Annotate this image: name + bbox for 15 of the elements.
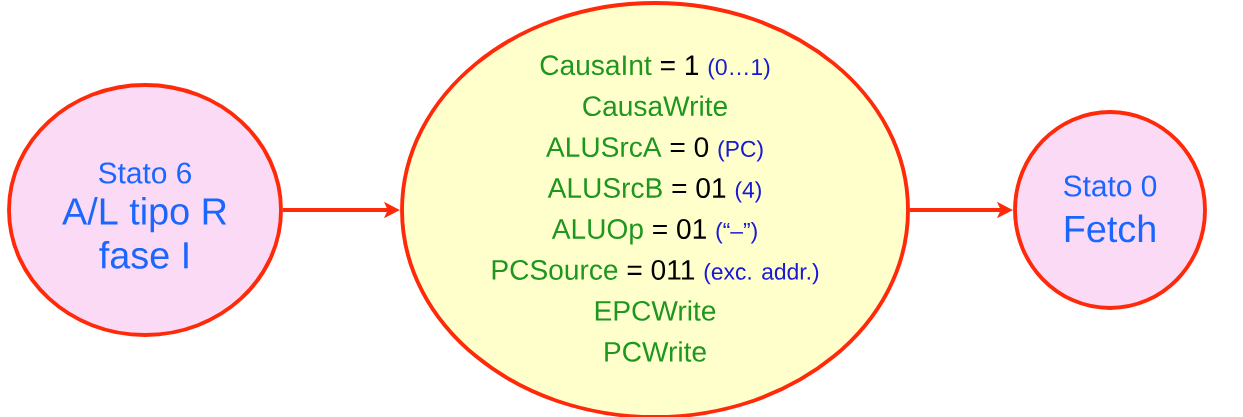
signal-assignment: CausaInt = 1 (0…1) xyxy=(540,55,770,80)
signal-assignment: PCSource = 011 (exc. addr.) xyxy=(492,260,819,285)
signal-assignment: PCWrite xyxy=(605,341,706,362)
state-text: Stato 0 xyxy=(1064,175,1157,197)
signal-assignment: ALUSrcB = 01 (4) xyxy=(547,178,761,203)
signal-assignment: ALUOp = 01 (“–”) xyxy=(551,219,757,245)
state-ellipse xyxy=(7,83,283,337)
state-ellipse xyxy=(400,1,910,417)
state-text: Stato 6 xyxy=(99,162,191,184)
signal-assignment: EPCWrite xyxy=(595,300,716,321)
state-text: A/L tipo R fase I xyxy=(62,197,227,269)
state-ellipse xyxy=(1013,110,1207,310)
signal-assignment: CausaWrite xyxy=(583,95,727,117)
state-text: Fetch xyxy=(1065,214,1155,243)
signal-assignment: ALUSrcA = 0 (PC) xyxy=(546,137,763,162)
